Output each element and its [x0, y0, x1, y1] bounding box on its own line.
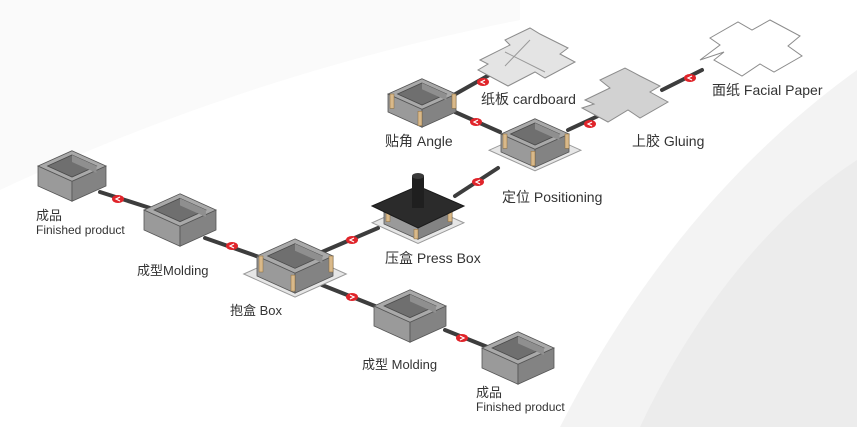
box-angle [387, 78, 457, 128]
press-box-machine [370, 173, 466, 229]
label-molding-2: 成型 Molding [362, 357, 438, 372]
red-oval-arrow-icon [477, 78, 489, 86]
gluing-sheet [580, 67, 670, 123]
red-oval-arrow-icon [684, 74, 696, 82]
red-oval-arrow-icon [470, 118, 482, 126]
red-oval-arrow-icon [346, 293, 358, 301]
label-facial-paper: 面纸 Facial Paper [712, 82, 823, 98]
belt-finished-molding [98, 190, 152, 210]
label-molding-1: 成型Molding [137, 263, 209, 278]
red-oval-arrow-icon [584, 120, 596, 128]
label-cardboard: 纸板 cardboard [481, 91, 576, 107]
label-gluing: 上胶 Gluing [632, 133, 705, 149]
box-finished-2 [481, 331, 555, 385]
finished-1-en: Finished product [36, 223, 125, 237]
finished-2-en: Finished product [476, 400, 565, 414]
label-finished-product-2: 成品 Finished product [476, 385, 565, 415]
box-molding-1 [143, 193, 217, 247]
red-oval-arrow-icons [112, 74, 696, 342]
box-finished-1 [37, 150, 107, 202]
label-finished-product-1: 成品 Finished product [36, 208, 125, 238]
belt-gluing-facial [660, 68, 704, 92]
label-box: 抱盒 Box [230, 303, 283, 318]
label-angle: 贴角 Angle [385, 133, 453, 149]
finished-2-cn: 成品 [476, 385, 503, 400]
red-oval-arrow-icon [112, 195, 124, 203]
finished-1-cn: 成品 [36, 208, 63, 223]
label-press-box: 压盒 Press Box [385, 250, 481, 266]
red-oval-arrow-icon [346, 236, 358, 244]
label-positioning: 定位 Positioning [502, 189, 603, 205]
facial-paper-sheet [699, 19, 803, 77]
box-molding-2 [373, 289, 447, 343]
cardboard-sheet [476, 27, 577, 87]
conveyor-belts [98, 68, 704, 352]
red-oval-arrow-icon [456, 334, 468, 342]
press-head-icon [412, 176, 424, 208]
box-positioning [487, 118, 583, 172]
boxes [37, 78, 583, 385]
belt-positioning-gluing [566, 114, 600, 132]
red-oval-arrow-icon [226, 242, 238, 250]
red-oval-arrow-icon [472, 178, 484, 186]
box-box [242, 238, 348, 298]
